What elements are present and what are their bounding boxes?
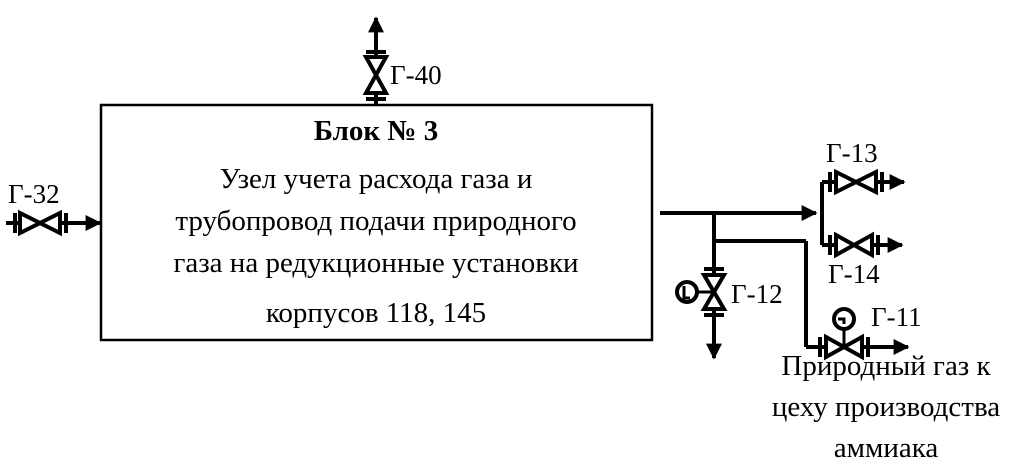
valve-g40-icon[interactable] (362, 55, 390, 95)
valve-g14-label: Г-14 (828, 259, 880, 289)
block-line-3: газа на редукционные установки (173, 247, 578, 279)
valve-g11-label: Г-11 (871, 302, 922, 332)
valve-g14-icon[interactable] (834, 231, 874, 259)
valve-g12-label: Г-12 (731, 279, 783, 309)
valve-g32-icon[interactable] (18, 209, 62, 237)
actuator-g11-icon (832, 307, 856, 347)
valve-g11-icon[interactable] (824, 333, 864, 361)
valve-g13-label: Г-13 (826, 138, 878, 168)
block-line-4: корпусов 118, 145 (266, 297, 486, 329)
block-3-box (99, 103, 654, 342)
block-line-1: Узел учета расхода газа и (220, 163, 533, 195)
valve-g40-label: Г-40 (390, 60, 442, 90)
valve-g32-label: Г-32 (8, 179, 60, 209)
block-title: Блок № 3 (314, 115, 438, 147)
valve-g12-icon[interactable] (700, 273, 728, 311)
outlet-line-3: аммиака (834, 432, 939, 464)
outlet-line-2: цеху производства (772, 391, 1000, 423)
actuator-g12-icon (675, 280, 714, 304)
pipe-main-outlet (660, 182, 824, 245)
outlet-line-1: Природный газ к (781, 350, 991, 382)
block-line-2: трубопровод подачи природного (175, 205, 576, 237)
valve-g13-icon[interactable] (834, 168, 878, 196)
